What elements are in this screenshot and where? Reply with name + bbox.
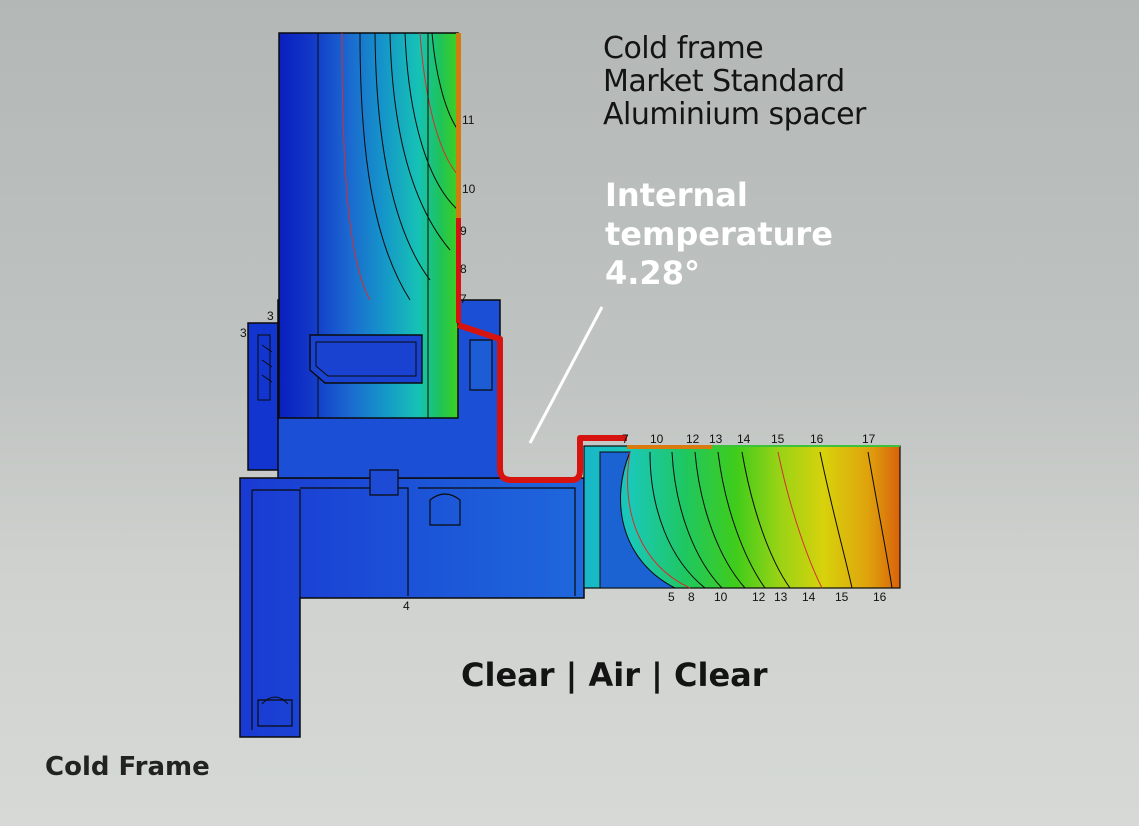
glazing-label: Clear | Air | Clear: [461, 656, 768, 694]
iso-label: 14: [737, 432, 751, 446]
iso-label: 10: [714, 590, 728, 604]
title-line: Aluminium spacer: [603, 97, 866, 132]
iso-label: 12: [686, 432, 700, 446]
iso-label: 4: [403, 599, 410, 613]
iso-label: 11: [462, 113, 475, 127]
iso-label: 3: [240, 326, 247, 340]
iso-label: 16: [810, 432, 824, 446]
iso-label: 10: [462, 182, 476, 196]
internal-temperature-callout: Internal temperature 4.28°: [605, 176, 833, 293]
iso-label: 13: [774, 590, 788, 604]
iso-label: 16: [873, 590, 887, 604]
iso-label: 14: [802, 590, 816, 604]
callout-label-line2: temperature: [605, 215, 833, 253]
iso-label: 9: [460, 224, 467, 238]
title-line: Cold frame: [603, 31, 764, 66]
frame-type-label: Cold Frame: [45, 752, 210, 782]
title-block: Cold frame Market Standard Aluminium spa…: [603, 32, 866, 131]
wall-section: [583, 445, 901, 589]
iso-label: 12: [752, 590, 766, 604]
glass-unit: [278, 32, 461, 419]
iso-label: 5: [668, 590, 675, 604]
iso-label: 8: [688, 590, 695, 604]
internal-temperature-value: 4.28°: [605, 254, 700, 292]
iso-label: 17: [862, 432, 876, 446]
callout-label-line1: Internal: [605, 176, 748, 214]
critical-surface-edge: [457, 322, 627, 483]
title-line: Market Standard: [603, 64, 845, 99]
isotherm-labels: 11 10 9 8 7 3 3 4 7 10 12 13 14 15 16 17…: [240, 113, 887, 613]
iso-label: 15: [771, 432, 785, 446]
iso-label: 13: [709, 432, 723, 446]
iso-label: 8: [460, 262, 467, 276]
iso-label: 7: [622, 432, 629, 446]
callout-line: [528, 306, 604, 444]
iso-label: 15: [835, 590, 849, 604]
iso-label: 10: [650, 432, 664, 446]
iso-label: 7: [460, 292, 467, 306]
iso-label: 3: [267, 309, 274, 323]
